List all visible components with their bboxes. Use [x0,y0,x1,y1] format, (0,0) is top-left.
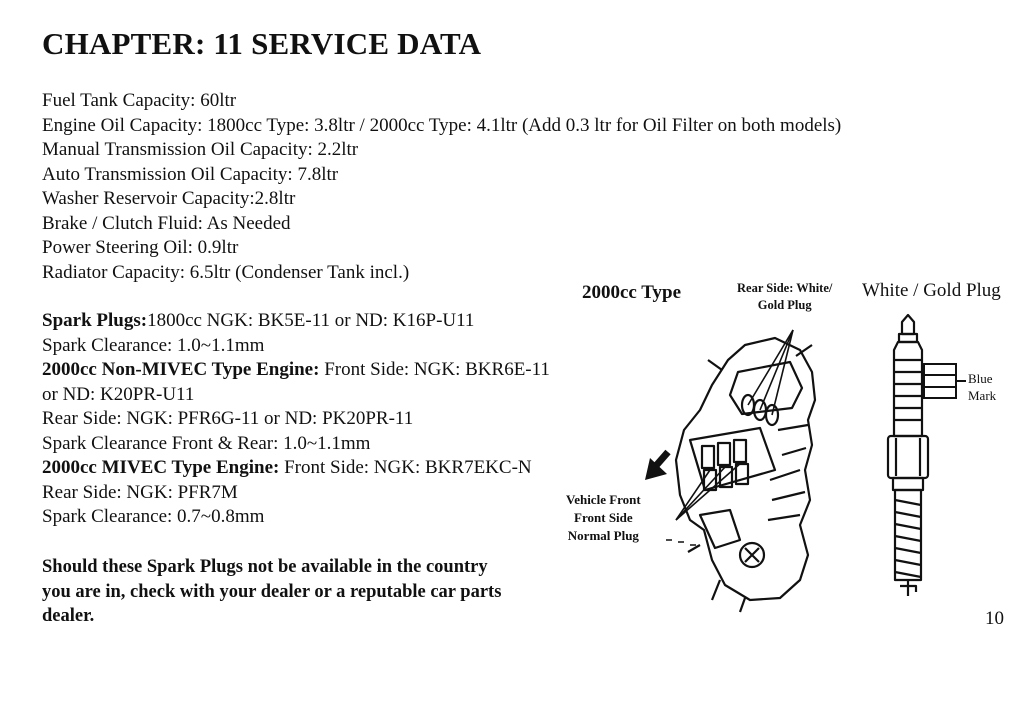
spark-plugs-line: Spark Plugs:1800cc NGK: BK5E-11 or ND: K… [42,309,550,334]
plug-title: White / Gold Plug [862,280,1001,301]
non-mivec-continued: or ND: K20PR-U11 [42,383,195,405]
non-mivec-line: 2000cc Non-MIVEC Type Engine: Front Side… [42,358,550,383]
rear-side-label-line-2: Gold Plug [757,298,812,312]
blue-mark-bracket [923,363,966,399]
non-mivec-label: 2000cc Non-MIVEC Type Engine: [42,359,320,380]
dotted-leader [666,539,696,546]
brake-clutch-fluid: Brake / Clutch Fluid: As Needed [42,212,291,234]
blue-mark-line-1: Blue [968,371,993,386]
spark-plug-list: Spark Plugs:1800cc NGK: BK5E-11 or ND: K… [42,309,550,530]
mivec-label: 2000cc MIVEC Type Engine: [42,457,280,478]
availability-note: Should these Spark Plugs not be availabl… [42,555,501,629]
engine-type-label: 2000cc Type [582,282,682,303]
spark-clearance-2: Spark Clearance Front & Rear: 1.0~1.1mm [42,432,371,454]
vehicle-front-label: Vehicle Front [566,492,641,507]
engine-illustration-icon [674,336,817,613]
fuel-tank-capacity: Fuel Tank Capacity: 60ltr [42,90,237,111]
blue-mark-line-2: Mark [968,388,997,403]
spark-plug-illustration-icon [886,313,930,596]
front-side-text: Front Side [574,510,633,525]
chapter-title: CHAPTER: 11 SERVICE DATA [42,26,482,61]
rear-plug-leaders [747,329,794,416]
normal-plug-text: Normal Plug [567,528,639,543]
rear-side-2: Rear Side: NGK: PFR7M [42,481,238,503]
rear-side-label-line-1: Rear Side: White/ [737,281,833,295]
front-plug-leaders [675,461,743,521]
engine-oil-capacity: Engine Oil Capacity: 1800cc Type: 3.8ltr… [42,114,842,136]
note-line-1: Should these Spark Plugs not be availabl… [42,557,488,577]
capacities-list: Fuel Tank Capacity: 60ltr Engine Oil Cap… [42,89,841,285]
mivec-line: 2000cc MIVEC Type Engine: Front Side: NG… [42,456,550,481]
auto-transmission-oil: Auto Transmission Oil Capacity: 7.8ltr [42,163,339,185]
spark-clearance-3: Spark Clearance: 0.7~0.8mm [42,506,265,527]
spark-plugs-value: 1800cc NGK: BK5E-11 or ND: K16P-U11 [147,310,475,331]
spark-plugs-label: Spark Plugs: [42,310,148,331]
note-line-3: dealer. [42,606,95,626]
rear-side-label: Rear Side: White/ Gold Plug [737,280,832,314]
manual-transmission-oil: Manual Transmission Oil Capacity: 2.2ltr [42,139,359,160]
spark-clearance-1: Spark Clearance: 1.0~1.1mm [42,334,265,356]
arrow-icon [645,449,671,480]
washer-reservoir: Washer Reservoir Capacity:2.8ltr [42,188,296,209]
non-mivec-value: Front Side: NGK: BKR6E-11 [319,359,550,380]
front-side-label: Vehicle Front Front Side Normal Plug [566,491,641,545]
mivec-value: Front Side: NGK: BKR7EKC-N [279,457,532,478]
rear-side-1: Rear Side: NGK: PFR6G-11 or ND: PK20PR-1… [42,408,414,429]
power-steering-oil: Power Steering Oil: 0.9ltr [42,237,239,258]
page-number: 10 [985,608,1004,629]
note-line-2: you are in, check with your dealer or a … [42,581,502,602]
blue-mark-label: Blue Mark [968,370,996,404]
radiator-capacity: Radiator Capacity: 6.5ltr (Condenser Tan… [42,261,410,283]
